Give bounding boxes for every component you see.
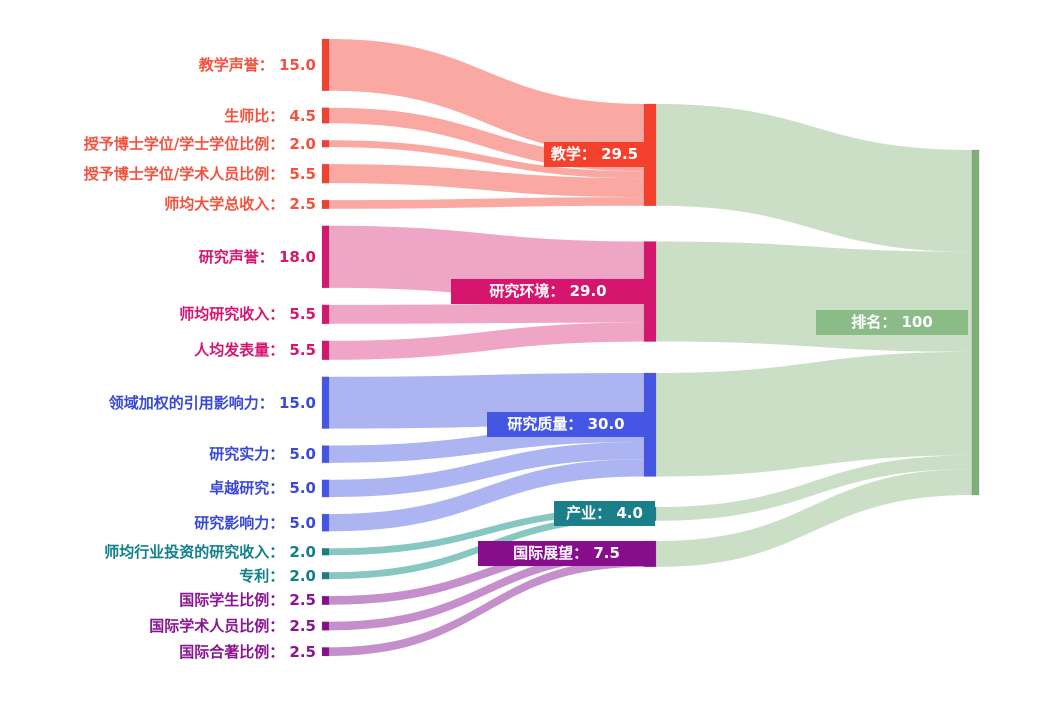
- intl-students-node[interactable]: [321, 595, 330, 605]
- research-environment-node[interactable]: [643, 241, 657, 342]
- flow-intl-coauthorship-to-international-outlook: [329, 558, 644, 656]
- research-excellence-node[interactable]: [321, 479, 330, 498]
- research-productivity-node[interactable]: [321, 340, 330, 361]
- flow-research-influence-to-research-quality: [329, 459, 644, 532]
- industry-node[interactable]: [643, 506, 657, 522]
- flow-industry-income-to-industry: [329, 507, 644, 556]
- intl-coauthorship-node[interactable]: [321, 647, 330, 657]
- flow-citation-impact-to-research-quality: [329, 373, 644, 429]
- flow-research-productivity-to-research-environment: [329, 322, 644, 360]
- international-outlook-node[interactable]: [643, 540, 657, 568]
- flow-industry-to-rank: [656, 455, 972, 521]
- industry-income-node[interactable]: [321, 548, 330, 556]
- flow-international-outlook-to-rank: [656, 469, 972, 567]
- doctorate-staff-ratio-node[interactable]: [321, 163, 330, 184]
- citation-impact-node[interactable]: [321, 376, 330, 429]
- doctorate-bachelor-ratio-node[interactable]: [321, 140, 330, 148]
- student-staff-ratio-node[interactable]: [321, 107, 330, 124]
- flow-teaching-to-rank: [656, 104, 972, 252]
- flow-intl-students-to-international-outlook: [329, 541, 644, 605]
- flow-doctorate-bachelor-ratio-to-teaching: [329, 140, 644, 179]
- institutional-income-node[interactable]: [321, 199, 330, 210]
- flow-research-income-to-research-environment: [329, 303, 644, 324]
- flow-institutional-income-to-teaching: [329, 197, 644, 209]
- flow-research-quality-to-rank: [656, 351, 972, 477]
- flow-intl-staff-to-international-outlook: [329, 549, 644, 631]
- teaching-reputation-node[interactable]: [321, 38, 330, 91]
- flow-teaching-reputation-to-teaching: [329, 39, 644, 156]
- research-influence-node[interactable]: [321, 513, 330, 532]
- research-strength-node[interactable]: [321, 445, 330, 464]
- research-income-node[interactable]: [321, 304, 330, 325]
- research-reputation-node[interactable]: [321, 225, 330, 289]
- flow-research-environment-to-rank: [656, 241, 972, 352]
- teaching-node[interactable]: [643, 103, 657, 207]
- flow-doctorate-staff-ratio-to-teaching: [329, 164, 644, 198]
- rank-node[interactable]: [971, 149, 980, 496]
- intl-staff-node[interactable]: [321, 621, 330, 631]
- patents-node[interactable]: [321, 571, 330, 580]
- flow-research-reputation-to-research-environment: [329, 225, 644, 304]
- research-quality-node[interactable]: [643, 372, 657, 477]
- flow-research-excellence-to-research-quality: [329, 442, 644, 498]
